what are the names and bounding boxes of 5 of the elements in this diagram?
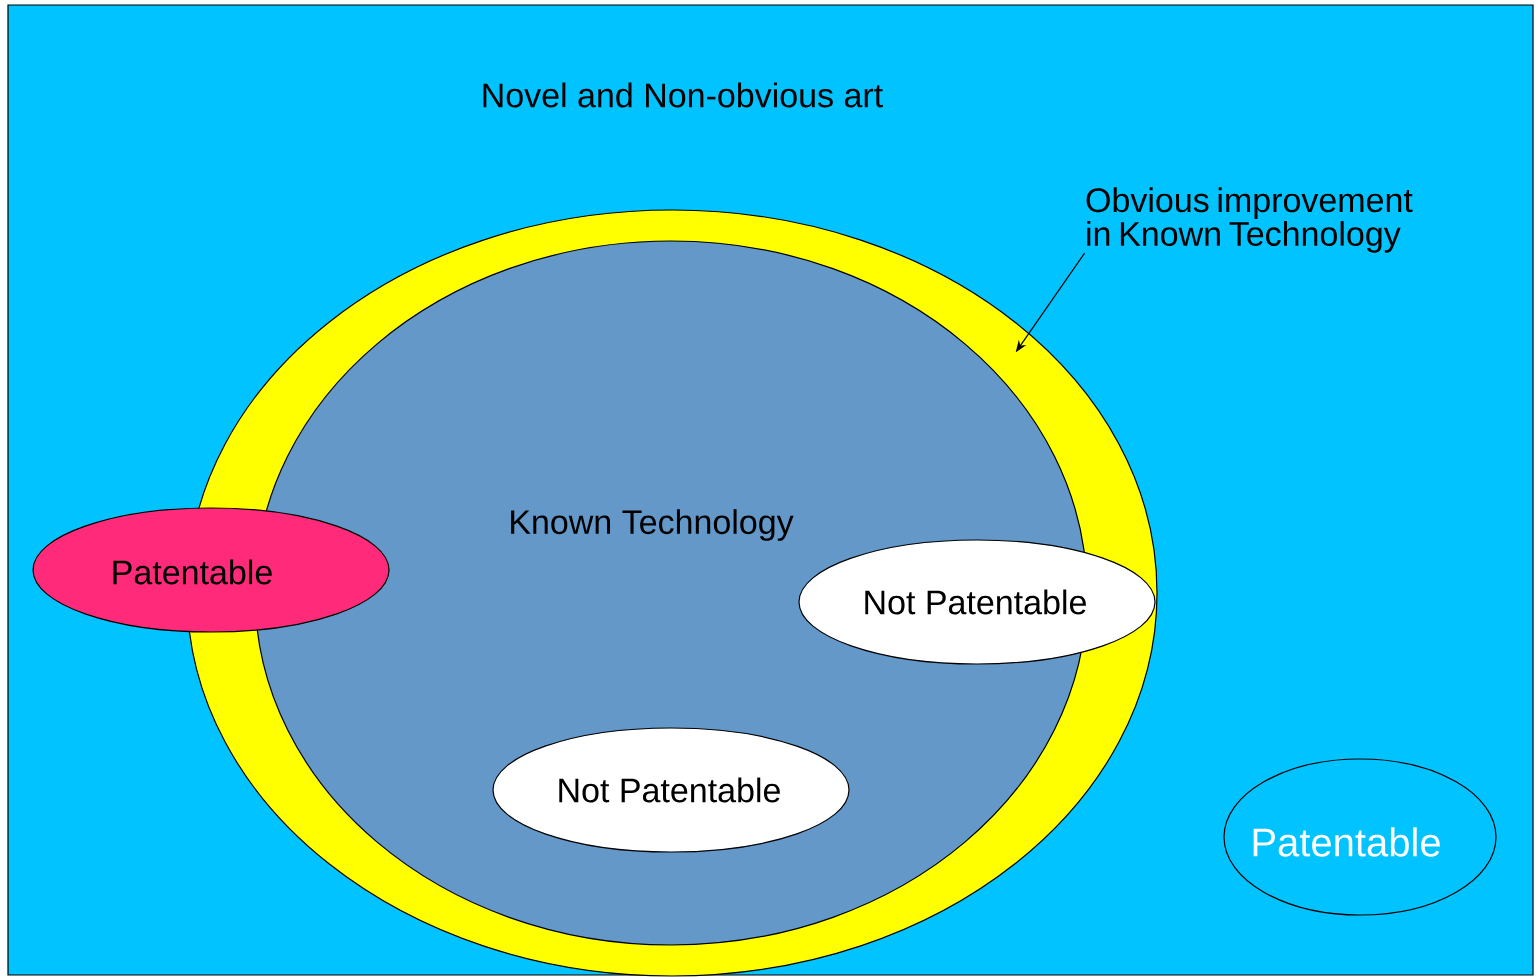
oval: Not Patentable (798, 539, 1156, 665)
oval: Patentable (1223, 758, 1497, 916)
callout-label: Obvious improvement in Known Technology (1086, 187, 1413, 253)
oval: Not Patentable (492, 727, 850, 853)
oval: Patentable (32, 507, 390, 633)
